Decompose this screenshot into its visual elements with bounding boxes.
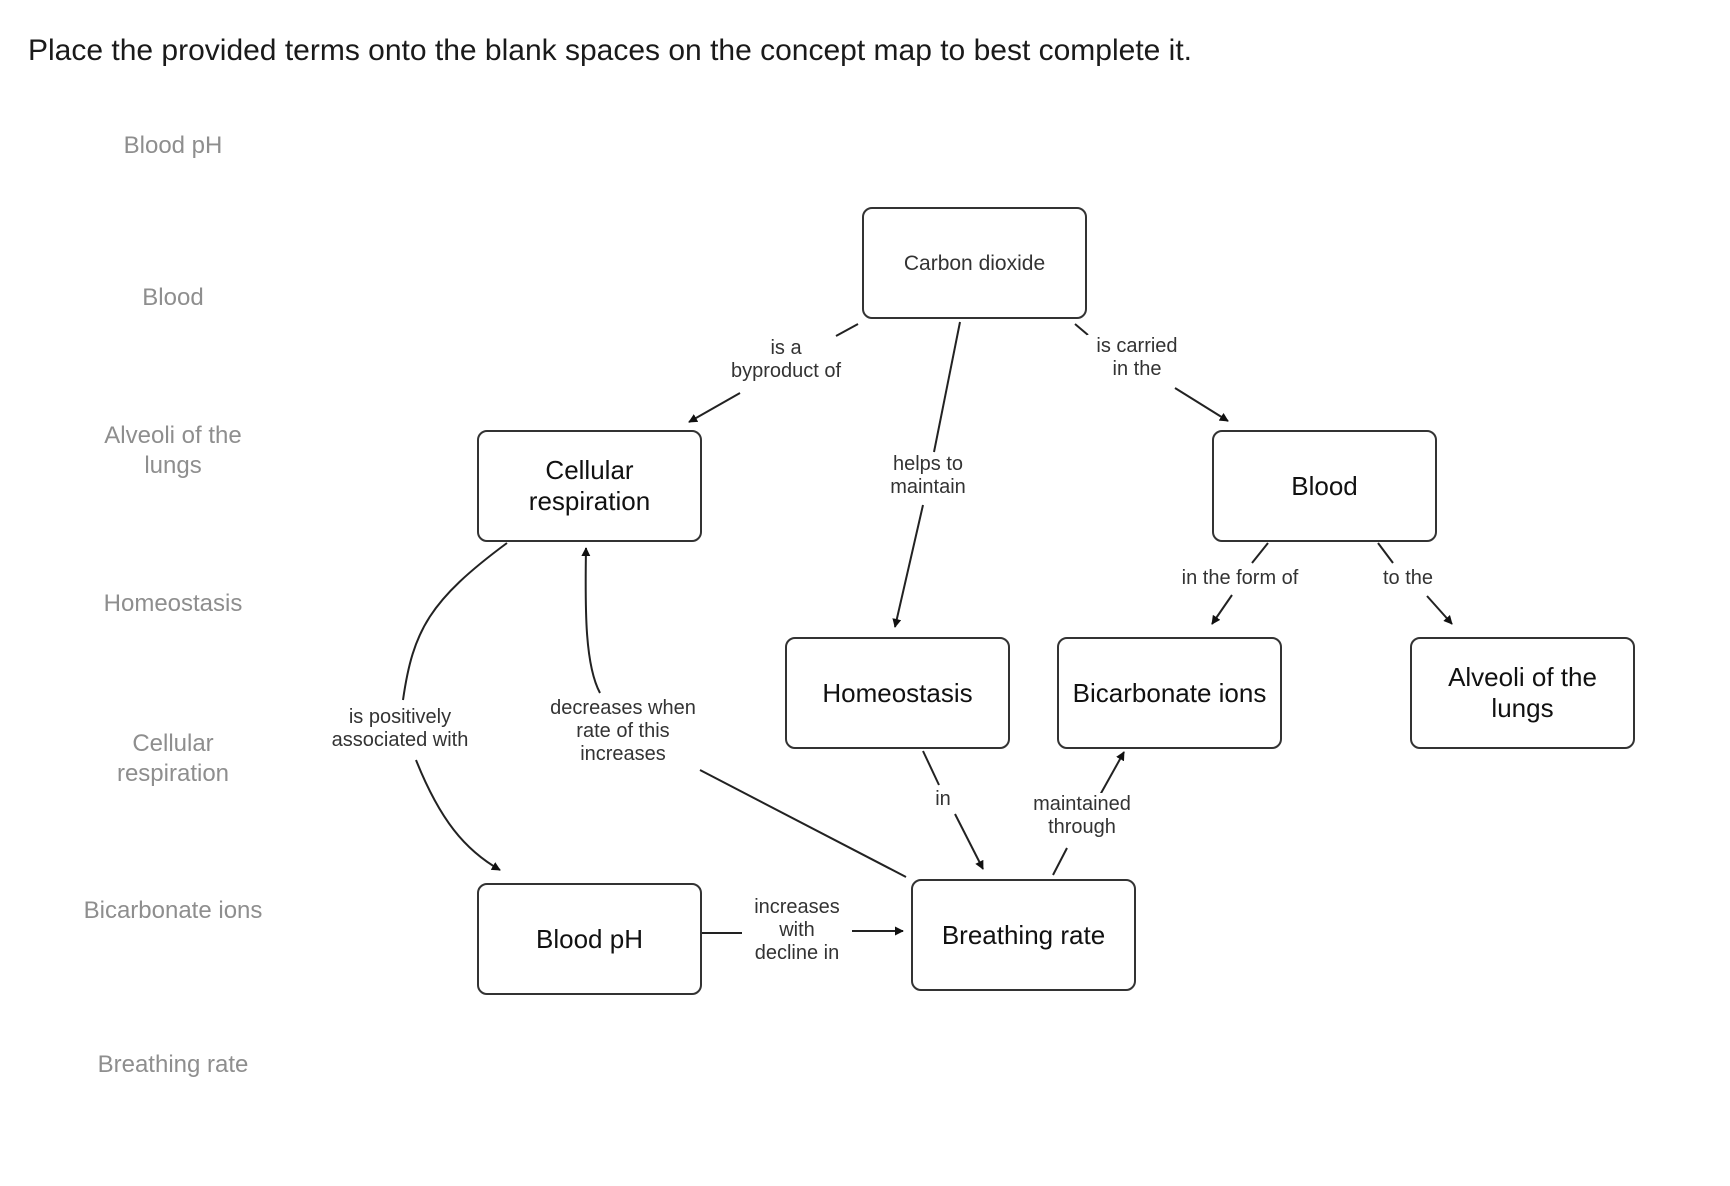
node-breathing-rate[interactable]: Breathing rate xyxy=(911,879,1136,991)
node-cellular-respiration[interactable]: Cellular respiration xyxy=(477,430,702,542)
node-homeostasis[interactable]: Homeostasis xyxy=(785,637,1010,749)
edge-maintained-a xyxy=(1052,847,1068,876)
link-label-to-the: to the xyxy=(1368,567,1448,590)
edge-byproduct-a xyxy=(835,323,859,337)
link-label-carried: is carried in the xyxy=(1087,335,1187,381)
link-label-positively: is positively associated with xyxy=(318,706,482,752)
link-label-maintained: maintained through xyxy=(1022,793,1142,839)
link-label-decreases: decreases when rate of this increases xyxy=(533,697,713,766)
edge-to-a xyxy=(1377,542,1394,564)
edge-decreases-b xyxy=(581,547,601,694)
term-homeostasis[interactable]: Homeostasis xyxy=(103,590,243,617)
node-bicarbonate-ions[interactable]: Bicarbonate ions xyxy=(1057,637,1282,749)
term-blood-ph[interactable]: Blood pH xyxy=(123,132,223,159)
edge-helps-a xyxy=(933,321,961,453)
link-label-increases: increases with decline in xyxy=(742,896,852,965)
node-blood[interactable]: Blood xyxy=(1212,430,1437,542)
node-carbon-dioxide: Carbon dioxide xyxy=(862,207,1087,319)
edge-to-b xyxy=(1426,595,1453,625)
edge-in-a xyxy=(922,750,940,786)
edge-form-b xyxy=(1211,594,1233,625)
term-breathing-rate[interactable]: Breathing rate xyxy=(97,1051,249,1078)
instructions-text: Place the provided terms onto the blank … xyxy=(28,34,1193,67)
edge-maintained-b xyxy=(1099,751,1125,796)
edge-form-a xyxy=(1251,542,1269,564)
edge-positively-a xyxy=(402,542,508,701)
link-label-helps: helps to maintain xyxy=(873,453,983,499)
edge-positively-b xyxy=(415,759,501,871)
link-label-byproduct: is a byproduct of xyxy=(714,337,858,383)
edge-byproduct-b xyxy=(688,392,741,423)
term-blood[interactable]: Blood xyxy=(142,284,204,311)
term-cellular-respiration[interactable]: Cellular respiration xyxy=(116,730,230,787)
node-alveoli[interactable]: Alveoli of the lungs xyxy=(1410,637,1635,749)
edge-carried-b xyxy=(1174,387,1229,422)
node-blood-ph[interactable]: Blood pH xyxy=(477,883,702,995)
term-bicarbonate-ions[interactable]: Bicarbonate ions xyxy=(83,897,263,924)
edge-decreases-a xyxy=(699,769,907,878)
edge-carried-a xyxy=(1074,323,1089,336)
edge-helps-b xyxy=(892,504,924,628)
edge-in-b xyxy=(954,813,984,870)
term-alveoli[interactable]: Alveoli of the lungs xyxy=(104,422,242,479)
link-label-form-of: in the form of xyxy=(1165,567,1315,590)
link-label-in: in xyxy=(928,788,958,811)
